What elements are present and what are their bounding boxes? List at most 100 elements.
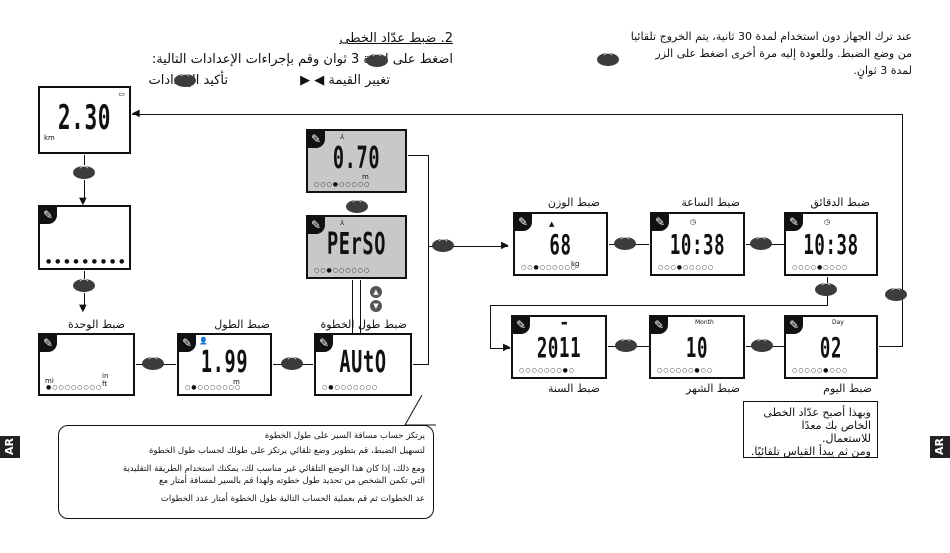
section-instruction: اضغط على لمدة 3 ثوان وقم بإجراءات الإعدا…: [151, 52, 453, 67]
connector: [84, 180, 85, 202]
length-unit: m: [233, 378, 240, 386]
lcd-auto: ✎ AUtO ○●○○○○○○○: [314, 333, 412, 396]
connector: [408, 155, 428, 156]
progress-dots: ○○○○○○○●○: [519, 367, 576, 374]
year-value: 2011: [536, 331, 582, 364]
intro-line-2: من وضع الضبط. وللعودة إليه مرة أخرى اضغط…: [655, 47, 912, 60]
lcd-unit: ✎ mi in ft ●○○○○○○○○: [38, 333, 135, 396]
button-icon: ⌒: [815, 283, 837, 296]
button-icon: ⌒: [615, 339, 637, 352]
button-icon: ⌒: [346, 200, 368, 213]
lcd-day: ✎ Day 02 ○○○○○●○○○: [784, 315, 878, 379]
unit-screen-label: ضبط الوحدة: [67, 318, 125, 331]
button-icon: ⌒: [73, 279, 95, 292]
wrench-icon: ✎: [39, 206, 57, 224]
button-icon: ⌒: [142, 357, 164, 370]
wrench-icon: ✎: [651, 213, 669, 231]
lcd-minute: ✎ ◷ 10:38 ○○○○●○○○○: [784, 212, 878, 276]
connector: [428, 246, 508, 247]
callout-line-5: عد الخطوات ثم قم بعملية الحساب التالية ط…: [160, 494, 425, 504]
lcd-month: ✎ Month 10 ○○○○○○●○○: [649, 315, 745, 379]
wrench-icon: ✎: [178, 334, 196, 352]
wrench-icon: ✎: [785, 213, 803, 231]
connector: [490, 305, 828, 306]
minute-value: 10:38: [803, 228, 859, 261]
intro-line-1: عند ترك الجهاز دون استخدام لمدة 30 ثانية…: [630, 30, 912, 43]
perso-value: PErSO: [326, 227, 387, 262]
stride-callout: يرتكز حساب مسافة السير على طول الخطوة لت…: [58, 425, 434, 519]
connector: [413, 364, 428, 365]
button-icon: ⌒: [614, 237, 636, 250]
unit-ft: ft: [102, 380, 108, 388]
stride-value: 0.70: [332, 141, 381, 176]
connector: [84, 293, 85, 309]
note-line-3: ومن ثم يبدأ القياس تلقائيًا.: [750, 445, 871, 458]
length-screen-label: ضبط الطول: [214, 318, 270, 331]
button-icon: ⌒: [281, 357, 303, 370]
unit-in: in: [102, 372, 109, 380]
connector: [879, 346, 902, 347]
arrow-head: ▶: [501, 240, 509, 251]
button-icon: ⌒: [597, 53, 619, 66]
note-line-2: الخاص بك معدًا للاستعمال.: [801, 419, 871, 445]
auto-value: AUtO: [339, 345, 387, 380]
wrench-icon: ✎: [307, 130, 325, 148]
unit-mi: mi: [45, 377, 54, 385]
connector: [428, 155, 429, 365]
clock-icon: ◷: [824, 218, 831, 226]
wrench-icon: ✎: [785, 316, 803, 334]
day-tag: Day: [832, 319, 844, 326]
person-icon: ⅄: [340, 133, 345, 141]
progress-dots: ●○○○○○○○○: [46, 384, 103, 391]
button-icon: ⌒: [751, 339, 773, 352]
wrench-icon: ✎: [307, 216, 325, 234]
person-icon: 👤: [199, 337, 208, 345]
day-value: 02: [819, 331, 843, 364]
hour-value: 10:38: [669, 228, 726, 261]
day-screen-label: ضبط اليوم: [823, 382, 872, 395]
weight-value: 68: [549, 228, 572, 261]
progress-dots: ○○○○●○○○○: [792, 264, 849, 271]
arrow-head: ◀: [132, 108, 140, 119]
wrench-icon: ✎: [650, 316, 668, 334]
progress-dots: ○○●○○○○○○: [314, 267, 371, 274]
unit-km: km: [44, 134, 55, 142]
month-screen-label: ضبط الشهر: [686, 382, 740, 395]
down-icon: ▼: [370, 300, 382, 312]
connector: [490, 348, 510, 349]
progress-dots: ○○○○○○●○○: [657, 367, 714, 374]
callout-line-2: لتسهيل الضبط، قم بتطوير وضع تلقائي يرتكز…: [148, 446, 425, 456]
connector: [84, 271, 85, 279]
arrow-head: ▼: [79, 303, 87, 314]
wrench-icon: ✎: [315, 334, 333, 352]
connector: [84, 155, 85, 165]
person-icon: ⅄: [340, 219, 345, 227]
intro-line-3: لمدة 3 ثوانٍ.: [853, 64, 912, 77]
intro-paragraph: عند ترك الجهاز دون استخدام لمدة 30 ثانية…: [582, 30, 912, 77]
stride-screen-label: ضبط طول الخطوة: [320, 318, 407, 331]
button-icon: ⌒: [73, 166, 95, 179]
lcd-weight: ✎ ▲ 68 kg ○○●○○○○○○: [513, 212, 608, 276]
connector: [902, 114, 903, 347]
section-title: 2. ضبط عدّاد الخطى: [339, 31, 453, 46]
wrench-icon: ✎: [39, 334, 57, 352]
wrench-icon: ✎: [512, 316, 530, 334]
lcd-perso: ✎ ⅄ PErSO ○○●○○○○○○: [306, 215, 407, 279]
lcd-year: ✎ ▬ 2011 ○○○○○○○●○: [511, 315, 607, 379]
lcd-length: ✎ 👤 1.99 m ○●○○○○○○○: [177, 333, 272, 396]
minute-screen-label: ضبط الدقائق: [810, 196, 870, 209]
connector: [352, 280, 353, 333]
button-icon: ⌒: [174, 74, 196, 87]
progress-dots: ● ● ● ● ● ● ● ● ●: [46, 258, 126, 265]
language-tab-right: AR: [930, 436, 950, 458]
lcd-main-distance: ▭ 2.30 km: [38, 86, 131, 154]
button-icon: ⌒: [366, 54, 388, 67]
weight-unit: kg: [571, 260, 580, 268]
month-tag: Month: [695, 319, 714, 326]
callout-line-1: يرتكز حساب مسافة السير على طول الخطوة: [264, 431, 425, 441]
progress-dots: ○○○○○●○○○: [792, 367, 849, 374]
callout-line-3: ومع ذلك، إذا كان هذا الوضع التلقائي غير …: [122, 464, 425, 474]
lcd-blank: ✎ ● ● ● ● ● ● ● ● ●: [38, 205, 131, 270]
ready-note: وبهذا أصبح عدّاد الخطى الخاص بك معدًا لل…: [743, 401, 878, 458]
button-icon: ⌒: [885, 288, 907, 301]
